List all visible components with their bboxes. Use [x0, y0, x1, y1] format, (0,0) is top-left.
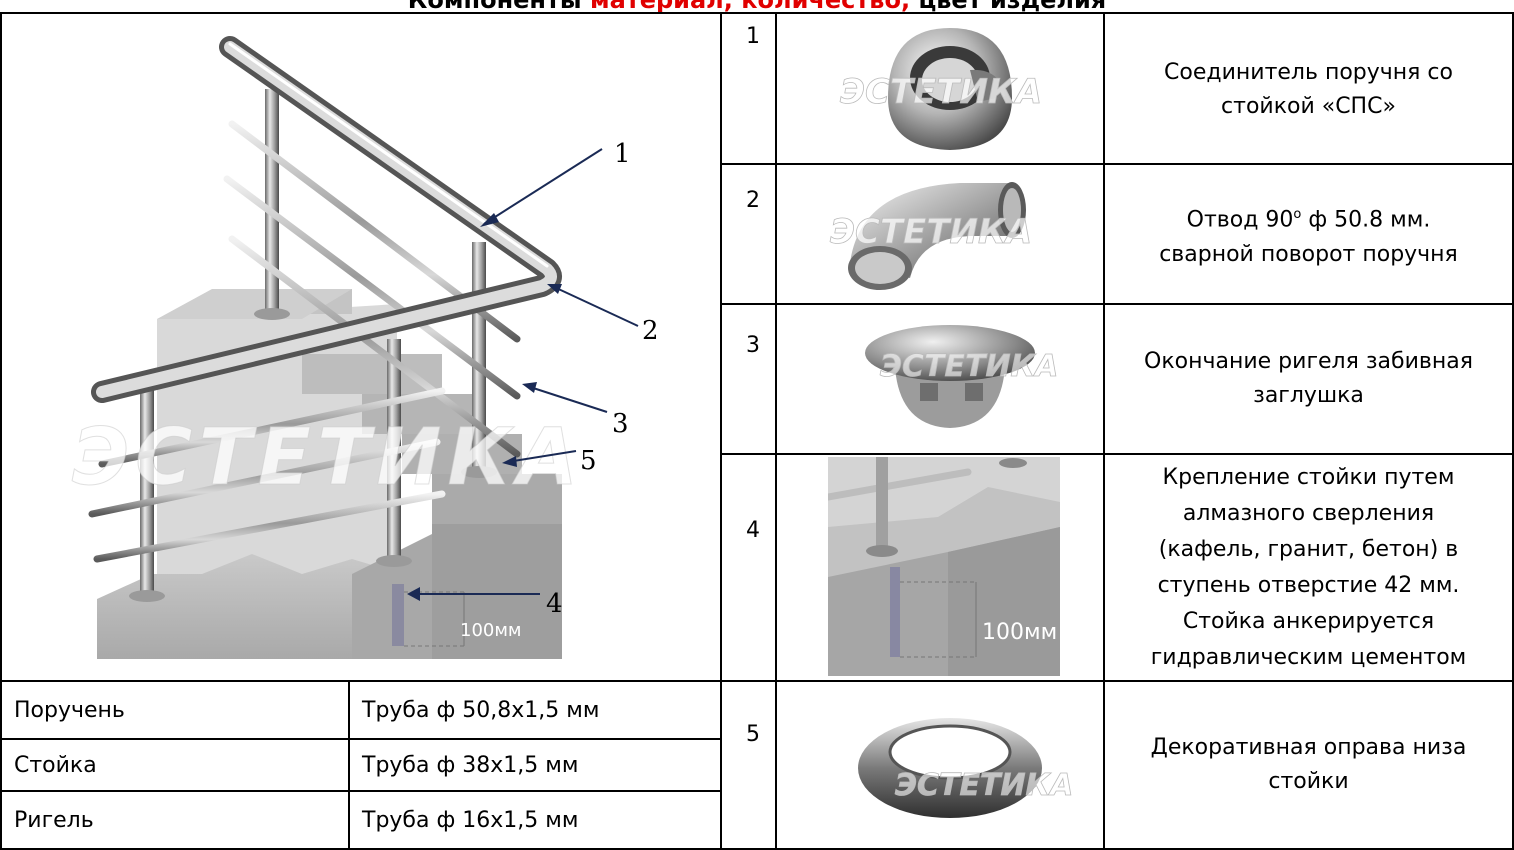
watermark: ЭСТЕТИКА: [72, 413, 584, 503]
part-2-line-1a: Отвод 90: [1186, 207, 1294, 233]
grid-line: [722, 303, 1514, 305]
part-4-line-2: алмазного сверления: [1182, 501, 1435, 526]
part-4-line-1: Крепление стойки путем: [1162, 465, 1455, 490]
grid-line: [0, 848, 1514, 850]
grid-line: [0, 738, 722, 740]
part-3-line-2: заглушка: [1253, 383, 1364, 408]
watermark: ЭСТЕТИКА: [840, 72, 1042, 112]
part-1-line-1: Соединитель поручня со: [1164, 59, 1453, 85]
part-number-3: 3: [746, 333, 760, 358]
part-number-1: 1: [746, 24, 760, 49]
grid-line: [720, 12, 722, 850]
part-image-elbow: ЭСТЕТИКА: [800, 168, 1100, 301]
part-4-line-3: (кафель, гранит, бетон) в: [1158, 537, 1459, 562]
grid-line: [775, 12, 777, 850]
part-4-line-5: Стойка анкерируется: [1182, 609, 1435, 634]
dimension-label: 100мм: [982, 620, 1057, 645]
part-5-line-1: Декоративная оправа низа: [1150, 735, 1467, 760]
spec-name-post: Стойка: [14, 752, 97, 778]
part-description-1: Соединитель поручня со стойкой «СПС»: [1105, 14, 1512, 165]
spec-name-handrail: Поручень: [14, 697, 125, 723]
railing-drawing: 100мм ЭСТЕТИКА: [2, 14, 720, 679]
grid-line: [0, 680, 1514, 682]
spec-name-crossbar: Ригель: [14, 807, 94, 833]
watermark: ЭСТЕТИКА: [830, 212, 1032, 252]
part-2-line-2: сварной поворот поручня: [1159, 241, 1458, 267]
part-number-5: 5: [746, 722, 760, 747]
part-image-flange: ЭСТЕТИКА: [800, 680, 1100, 845]
part-description-4: Крепление стойки путем алмазного сверлен…: [1105, 455, 1512, 681]
title-part-1: Компоненты: [408, 0, 590, 12]
grid-line: [722, 163, 1514, 165]
part-image-plug: ЭСТЕТИКА: [800, 308, 1100, 448]
watermark: ЭСТЕТИКА: [880, 349, 1058, 384]
grid-line: [1512, 12, 1514, 850]
part-4-line-6: гидравлическим цементом: [1150, 645, 1467, 670]
callout-2: 2: [642, 316, 659, 346]
part-2-line-1b: ф 50.8 мм.: [1301, 207, 1431, 233]
callout-1: 1: [614, 139, 631, 169]
grid-line: [0, 12, 2, 850]
part-image-anchor: 100мм: [828, 457, 1060, 676]
callout-5: 5: [580, 446, 597, 476]
grid-line: [0, 12, 1514, 14]
part-2-degree: о: [1293, 207, 1302, 223]
part-5-line-2: стойки: [1268, 769, 1349, 794]
part-4-line-4: ступень отверстие 42 мм.: [1157, 573, 1460, 598]
title-part-red: материал, количество,: [590, 0, 910, 12]
grid-line: [722, 453, 1514, 455]
part-number-2: 2: [746, 188, 760, 213]
header-strip: Компоненты материал, количество, цвет из…: [0, 0, 1514, 12]
part-description-2: Отвод 90о ф 50.8 мм. сварной поворот пору…: [1105, 165, 1512, 305]
grid-line: [1103, 12, 1105, 850]
callout-4: 4: [546, 589, 563, 619]
grid-line: [0, 790, 722, 792]
part-3-line-1: Окончание ригеля забивная: [1144, 349, 1473, 374]
part-image-connector: ЭСТЕТИКА: [800, 18, 1100, 161]
part-number-4: 4: [746, 518, 760, 543]
spec-value-post: Труба ф 38х1,5 мм: [362, 752, 579, 778]
part-1-line-2: стойкой «СПС»: [1221, 93, 1396, 119]
title-part-2: цвет изделия: [910, 0, 1106, 12]
spec-value-handrail: Труба ф 50,8х1,5 мм: [362, 697, 600, 723]
watermark: ЭСТЕТИКА: [895, 768, 1073, 803]
part-description-3: Окончание ригеля забивная заглушка: [1105, 305, 1512, 453]
page-title: Компоненты материал, количество, цвет из…: [0, 0, 1514, 12]
grid-line: [348, 680, 350, 850]
callout-3: 3: [612, 409, 629, 439]
dimension-label: 100мм: [460, 620, 522, 641]
part-description-5: Декоративная оправа низа стойки: [1105, 682, 1512, 848]
railing-illustration: 100мм ЭСТЕТИКА: [72, 36, 659, 659]
spec-value-crossbar: Труба ф 16х1,5 мм: [362, 807, 579, 833]
